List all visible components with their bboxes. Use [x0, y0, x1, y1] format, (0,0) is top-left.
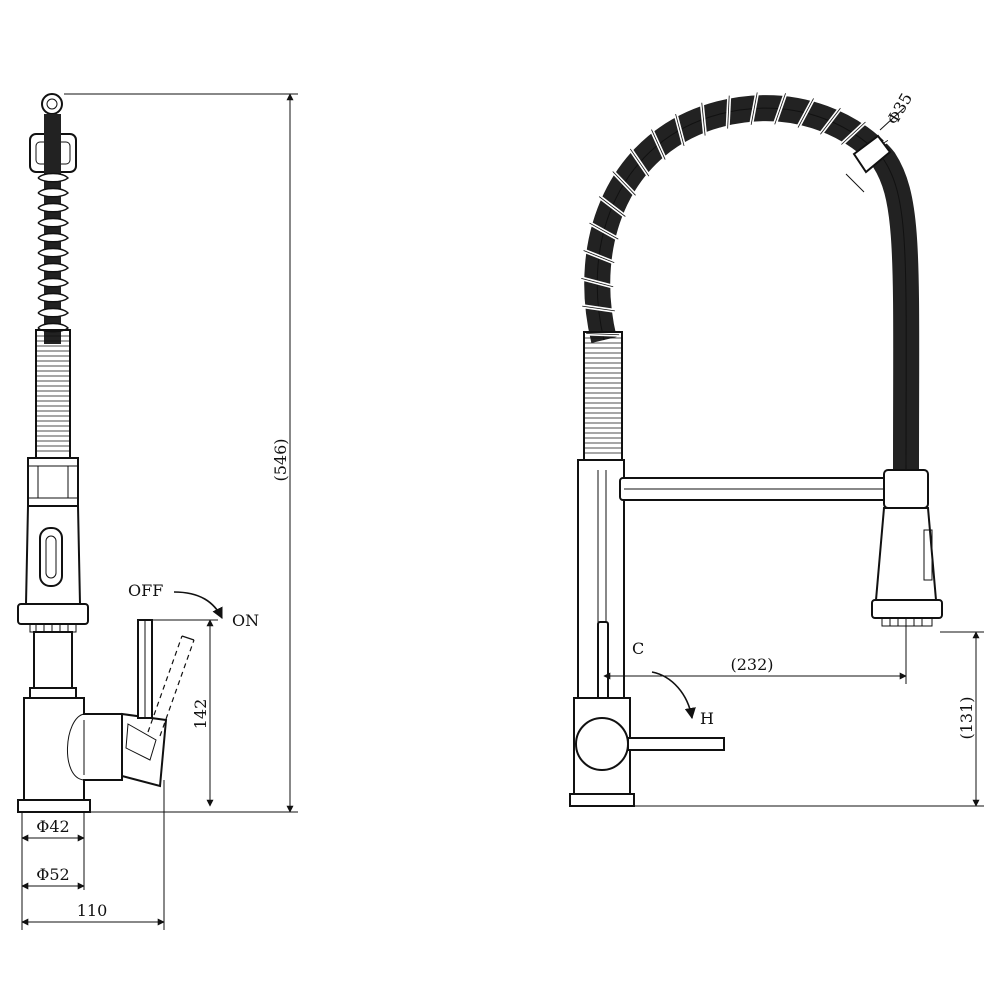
dimension-inner-diameter: Φ42	[21, 812, 85, 930]
coil-turn	[37, 187, 70, 198]
dimension-overall-height: (546)	[64, 93, 298, 813]
coil-edge	[583, 250, 615, 264]
faucet-column	[29, 631, 77, 699]
coil-edge	[581, 277, 614, 288]
coil-edge	[701, 102, 706, 136]
front-base	[569, 793, 635, 807]
coil-edge	[598, 196, 626, 217]
dimension-depth: 110	[21, 780, 165, 930]
spout-height-label: (131)	[957, 696, 976, 739]
coil-edge	[589, 222, 619, 240]
dimension-handle-height: 142	[152, 619, 218, 807]
lever-off-position	[137, 619, 153, 719]
hose-connector	[27, 457, 79, 507]
height-dimension-label: (546)	[271, 438, 290, 481]
coil-edge	[797, 98, 814, 128]
hose-diameter-label: Φ35	[883, 90, 916, 128]
coil-edge	[582, 305, 615, 312]
spray-head-holder	[871, 469, 943, 627]
coil-edge	[612, 171, 636, 196]
coil-edge	[841, 121, 866, 145]
coil-turn	[37, 307, 70, 318]
hot-label: H	[700, 709, 714, 728]
on-label: ON	[232, 611, 259, 630]
cold-label: C	[632, 639, 644, 658]
coil-turn	[37, 277, 70, 288]
coil-turn	[37, 232, 70, 243]
coil-turn	[37, 247, 70, 258]
front-hose-sleeve	[583, 331, 623, 461]
coil-edge	[586, 333, 620, 336]
dimension-spout-height: (131)	[940, 631, 984, 807]
lever-hub	[121, 712, 168, 788]
support-arm	[619, 477, 893, 501]
front-sleeve-ribs	[584, 337, 622, 454]
spring-coils	[37, 172, 70, 333]
depth-label: 110	[77, 901, 108, 920]
faucet-base	[17, 799, 91, 813]
lever-on-position	[147, 635, 195, 737]
mixer-body	[23, 697, 123, 801]
handle-height-label: 142	[191, 699, 210, 730]
dimension-reach: (232)	[603, 626, 907, 684]
coil-turn	[37, 217, 70, 228]
coil-edge	[727, 95, 730, 129]
spout-flange	[17, 603, 89, 633]
outer-diameter-label: Φ52	[36, 865, 69, 884]
off-label: OFF	[128, 581, 163, 600]
front-mixer-body	[573, 697, 725, 795]
coil-edge	[651, 129, 666, 160]
coil-edge	[774, 93, 786, 125]
coil-edge	[675, 113, 685, 147]
hose-collar	[845, 134, 892, 193]
coil-turn	[37, 292, 70, 303]
coil-edge	[820, 107, 841, 135]
side-view: OFF ON (546) 142 Φ42 Φ52	[17, 93, 298, 930]
coil-turn	[37, 202, 70, 213]
hose-top-ring	[41, 93, 63, 115]
coil-edge	[750, 92, 758, 125]
coil-edge	[629, 148, 650, 177]
sleeve-ribs	[36, 335, 70, 452]
front-view: Φ35	[569, 90, 984, 807]
reach-label: (232)	[730, 655, 773, 674]
coil-turn	[37, 172, 70, 183]
coil-turn	[37, 262, 70, 273]
dimension-outer-diameter: Φ52	[21, 865, 85, 890]
inner-diameter-label: Φ42	[36, 817, 69, 836]
hose-sleeve	[35, 329, 71, 459]
spray-handle	[24, 505, 82, 605]
